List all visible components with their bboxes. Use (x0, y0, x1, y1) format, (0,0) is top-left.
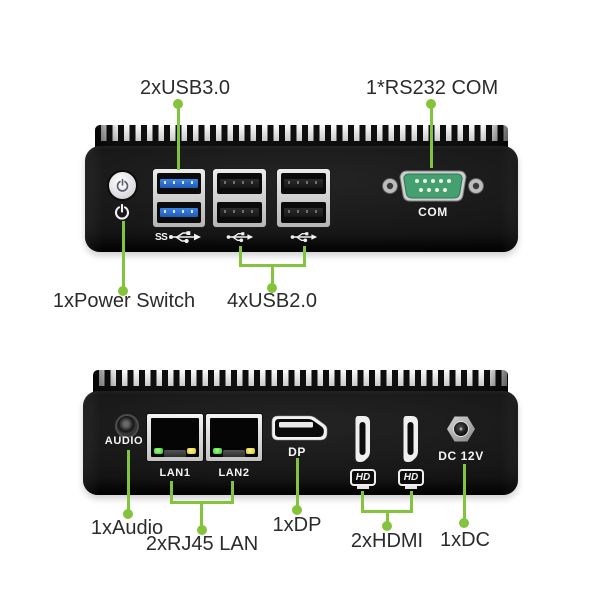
callout-label-audio: 1xAudio (90, 517, 164, 539)
lan2-port (206, 414, 262, 461)
callout-label-power: 1xPower Switch (52, 290, 196, 312)
callout-line-usb3 (176, 108, 180, 170)
callout-line-dp (295, 458, 299, 506)
hdmi-port-2 (403, 416, 418, 462)
callout-line-dc (462, 464, 466, 519)
usb3-port-bottom (157, 202, 201, 223)
usb2-port (281, 202, 326, 223)
callout-line-audio (126, 450, 130, 511)
callout-label-lan: 2xRJ45 LAN (145, 533, 259, 555)
rs232-com-port (382, 170, 484, 202)
callout-label-usb3: 2xUSB3.0 (139, 77, 231, 99)
callout-line-lan2 (231, 481, 234, 504)
rear-panel-case: AUDIO LAN1 LAN2 DP HD (83, 370, 518, 495)
callout-dot-dc (459, 518, 469, 528)
usb3-port-top (157, 173, 201, 194)
callout-line-hdmi2 (409, 491, 413, 513)
callout-dot-power (118, 286, 128, 296)
callout-dot-lan (197, 525, 207, 535)
callout-dot-dp (292, 505, 302, 515)
callout-label-hdmi: 2xHDMI (350, 530, 424, 552)
usb3-superspeed-icon: SS (155, 230, 202, 244)
usb3-ports (153, 169, 205, 227)
callout-bracket-lan (169, 501, 234, 504)
com-port-label: COM (418, 205, 448, 219)
callout-bracket-hdmi (361, 510, 413, 513)
hd-logo-badge-1: HD (350, 469, 376, 486)
callout-line-lan1 (169, 481, 173, 504)
hd-logo-badge-2: HD (398, 469, 424, 486)
callout-line-rs232 (429, 108, 433, 168)
callout-bracket-usb2 (239, 264, 306, 267)
callout-label-usb2: 4xUSB2.0 (226, 290, 318, 312)
usb2-port (217, 202, 262, 223)
callout-label-dp: 1xDP (272, 514, 322, 536)
power-button (109, 172, 136, 199)
callout-line-power (121, 221, 125, 287)
lan-led-green (154, 448, 163, 454)
rear-panel-body (83, 391, 518, 495)
front-panel-case: SS (85, 125, 518, 252)
power-icon (116, 178, 129, 192)
power-symbol-icon (114, 203, 130, 220)
callout-line-usb2-right (303, 246, 306, 267)
callout-line-usb2-center (270, 266, 274, 284)
lan1-port (147, 414, 203, 461)
usb-icon (290, 232, 318, 243)
callout-dot-rs232 (426, 99, 436, 109)
usb2-ports-right (277, 169, 330, 227)
dp-label: DP (288, 445, 306, 459)
audio-label: AUDIO (104, 435, 144, 447)
usb-icon (226, 232, 254, 243)
callout-label-dc: 1xDC (439, 529, 491, 551)
hdmi-port-1 (355, 416, 370, 462)
callout-line-usb2-left (239, 246, 242, 267)
callout-line-hdmi1 (361, 491, 364, 513)
lan-led-yellow (246, 448, 255, 454)
displayport-port (271, 415, 328, 441)
callout-line-hdmi-center (385, 512, 389, 523)
callout-dot-hdmi (382, 521, 392, 531)
lan2-label: LAN2 (218, 467, 250, 479)
lan-led-green (213, 448, 222, 454)
callout-dot-usb2 (267, 283, 277, 293)
usb2-port (281, 173, 326, 194)
usb2-ports-left (213, 169, 266, 227)
lan1-label: LAN1 (159, 467, 191, 479)
callout-line-lan-center (200, 503, 203, 527)
callout-label-rs232: 1*RS232 COM (365, 77, 499, 99)
dc-label: DC 12V (438, 449, 484, 463)
audio-jack (115, 414, 139, 438)
callout-dot-audio (123, 509, 133, 519)
lan-led-yellow (187, 448, 196, 454)
callout-dot-usb3 (173, 99, 183, 109)
usb2-port (217, 173, 262, 194)
